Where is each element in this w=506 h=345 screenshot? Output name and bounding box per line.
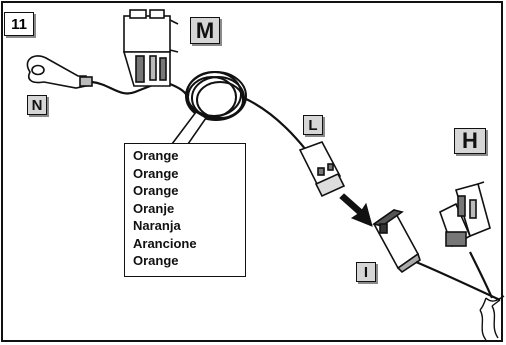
harness-end [479, 295, 505, 341]
label-m: M [190, 17, 220, 44]
cable-to-l [243, 97, 307, 151]
legend-entry: Orange [133, 148, 179, 163]
direction-arrow [339, 193, 373, 227]
coil-lead-to-m [169, 82, 190, 99]
legend-entry: Orange [133, 165, 179, 181]
label-i: I [356, 262, 376, 282]
legend-entry: Naranja [133, 218, 181, 233]
legend-entry: Oranje [133, 200, 175, 216]
connector-h [439, 181, 491, 248]
label-n: N [27, 95, 47, 115]
legend-pointer [170, 110, 208, 145]
legend-entry: Orange [133, 183, 179, 198]
label-l: L [303, 115, 323, 135]
ring-terminal [26, 55, 93, 89]
wire-h [469, 251, 494, 299]
label-h: H [454, 128, 486, 154]
wire-i [415, 260, 501, 301]
connector-m [122, 9, 179, 87]
legend-entry: Arancione [133, 235, 197, 251]
connector-l [298, 141, 346, 198]
connector-i [372, 208, 421, 274]
legend-entry: Orange [133, 253, 179, 268]
wire-color-legend: Orange Orange Orange Oranje Naranja Aran… [124, 143, 246, 277]
step-number: 11 [4, 12, 34, 36]
